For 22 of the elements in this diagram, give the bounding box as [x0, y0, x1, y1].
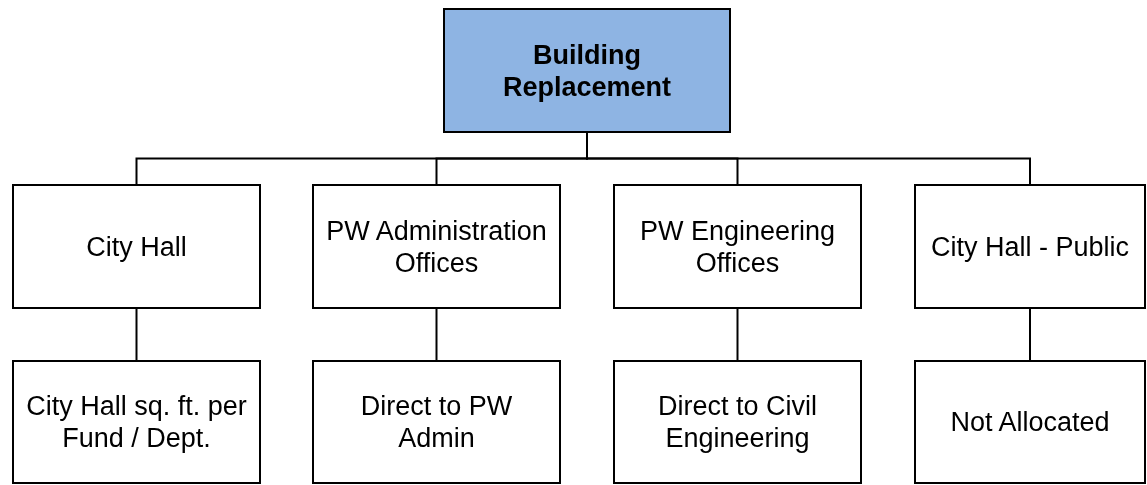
connector-line [135, 308, 138, 361]
box-label: City Hall - Public [930, 230, 1129, 263]
box-label: Not Allocated [950, 406, 1110, 438]
box-label: PW Administration Offices [325, 214, 548, 279]
org-box [12, 360, 261, 484]
box-label: City Hall sq. ft. per Fund / Dept. [25, 390, 248, 454]
org-box [312, 184, 561, 309]
root-box [443, 8, 731, 133]
connector-line [736, 308, 739, 361]
org-box [914, 184, 1146, 309]
org-box [613, 184, 862, 309]
box-label: Direct to PW Admin [359, 390, 514, 454]
org-box [613, 360, 862, 484]
org-box [312, 360, 561, 484]
connector-line [1029, 308, 1031, 361]
org-box [12, 184, 261, 309]
box-label: Building Replacement [501, 38, 673, 103]
box-label: PW Engineering Offices [638, 214, 837, 279]
box-label: Direct to Civil Engineering [657, 390, 818, 454]
box-label: City Hall [86, 230, 187, 263]
connector-line [435, 308, 438, 361]
org-box [914, 360, 1146, 484]
